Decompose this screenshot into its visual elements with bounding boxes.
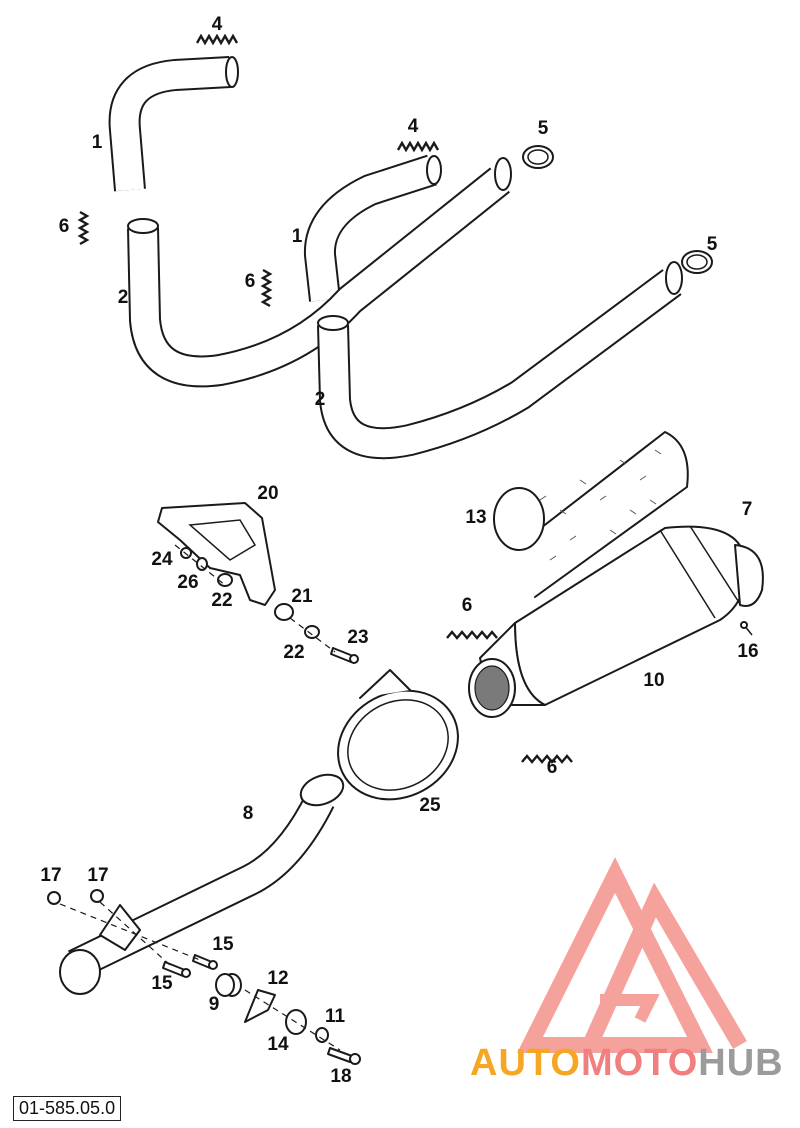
spring-6-left: [77, 210, 90, 246]
callout-1-left: 1: [92, 132, 103, 153]
callout-15-right: 15: [212, 934, 234, 955]
rivet-16: [740, 621, 753, 636]
callout-7: 7: [742, 499, 753, 520]
nut-17-right: [90, 889, 104, 903]
muffler-body: [468, 525, 747, 718]
spring-6-middle: [260, 268, 273, 308]
callout-20: 20: [257, 483, 278, 504]
washer-11: [315, 1027, 329, 1043]
link-pipe: [59, 773, 345, 995]
bushing-22-bottom: [304, 625, 320, 639]
callout-22-bottom: 22: [283, 642, 304, 663]
callout-15-left: 15: [151, 973, 173, 994]
callout-6-muffler-top: 6: [462, 595, 473, 616]
callout-17-left: 17: [40, 865, 61, 886]
bolt-15-left: [162, 961, 191, 978]
spring-6-muffler-top: [446, 630, 498, 640]
callout-6-left: 6: [59, 216, 70, 237]
spring-6-muffler-bottom: [521, 754, 573, 764]
nut-24: [180, 547, 192, 559]
callout-4-top: 4: [212, 14, 223, 35]
callout-10: 10: [643, 670, 664, 691]
assembly-lines: [59, 544, 341, 1051]
callout-21: 21: [291, 586, 313, 607]
callout-23: 23: [347, 627, 368, 648]
callout-18: 18: [330, 1066, 351, 1087]
callout-4-middle: 4: [408, 116, 419, 137]
spring-4-middle: [396, 140, 440, 153]
callout-25: 25: [419, 795, 441, 816]
callout-5-upper: 5: [538, 118, 549, 139]
spacer-9: [215, 973, 242, 997]
spring-4-top: [195, 33, 239, 46]
header-pipe-right: [303, 154, 442, 302]
watermark-text: AUTOMOTOHUB: [470, 1042, 784, 1084]
watermark-moto: MOTO: [581, 1042, 698, 1084]
callout-6-muffler-bottom: 6: [547, 757, 558, 778]
callout-22-top: 22: [211, 590, 232, 611]
bolt-15-right: [192, 954, 218, 970]
callout-9: 9: [209, 994, 220, 1015]
bracket-12: [244, 989, 276, 1023]
bolt-23: [330, 647, 359, 664]
muffler-clamp-ring: [337, 669, 459, 801]
nut-17-left: [47, 891, 61, 905]
clamp-5-lower: [681, 250, 713, 274]
watermark-hub: HUB: [698, 1042, 783, 1084]
header-pipe-left: [108, 56, 239, 192]
callout-labels: 4 1 6 2 4 5 1 5 6 2 20 13 7 24 26 22 21 …: [40, 14, 758, 1087]
callout-16: 16: [737, 641, 758, 662]
callout-26: 26: [177, 572, 198, 593]
end-cap: [734, 544, 764, 607]
callout-12: 12: [267, 968, 288, 989]
watermark-logo: [517, 857, 747, 1053]
callout-14: 14: [267, 1034, 289, 1055]
rubber-21: [274, 603, 294, 621]
washer-26: [196, 557, 208, 571]
callout-2-right: 2: [315, 389, 326, 410]
callout-6-middle: 6: [245, 271, 256, 292]
callout-8: 8: [243, 803, 254, 824]
clamp-5-upper: [522, 145, 554, 169]
callout-24: 24: [151, 549, 173, 570]
silencer-packing: [493, 431, 689, 598]
bushing-22-top: [217, 573, 233, 587]
bolt-18: [327, 1047, 361, 1065]
watermark-auto: AUTO: [470, 1042, 581, 1084]
callout-13: 13: [465, 507, 486, 528]
downpipe-right: [317, 261, 683, 460]
callout-5-lower: 5: [707, 234, 718, 255]
callout-2-left: 2: [118, 287, 129, 308]
callout-11: 11: [325, 1006, 346, 1027]
callout-17-right: 17: [87, 865, 108, 886]
callout-1-right: 1: [292, 226, 303, 247]
drawing-code: 01-585.05.0: [13, 1096, 122, 1121]
